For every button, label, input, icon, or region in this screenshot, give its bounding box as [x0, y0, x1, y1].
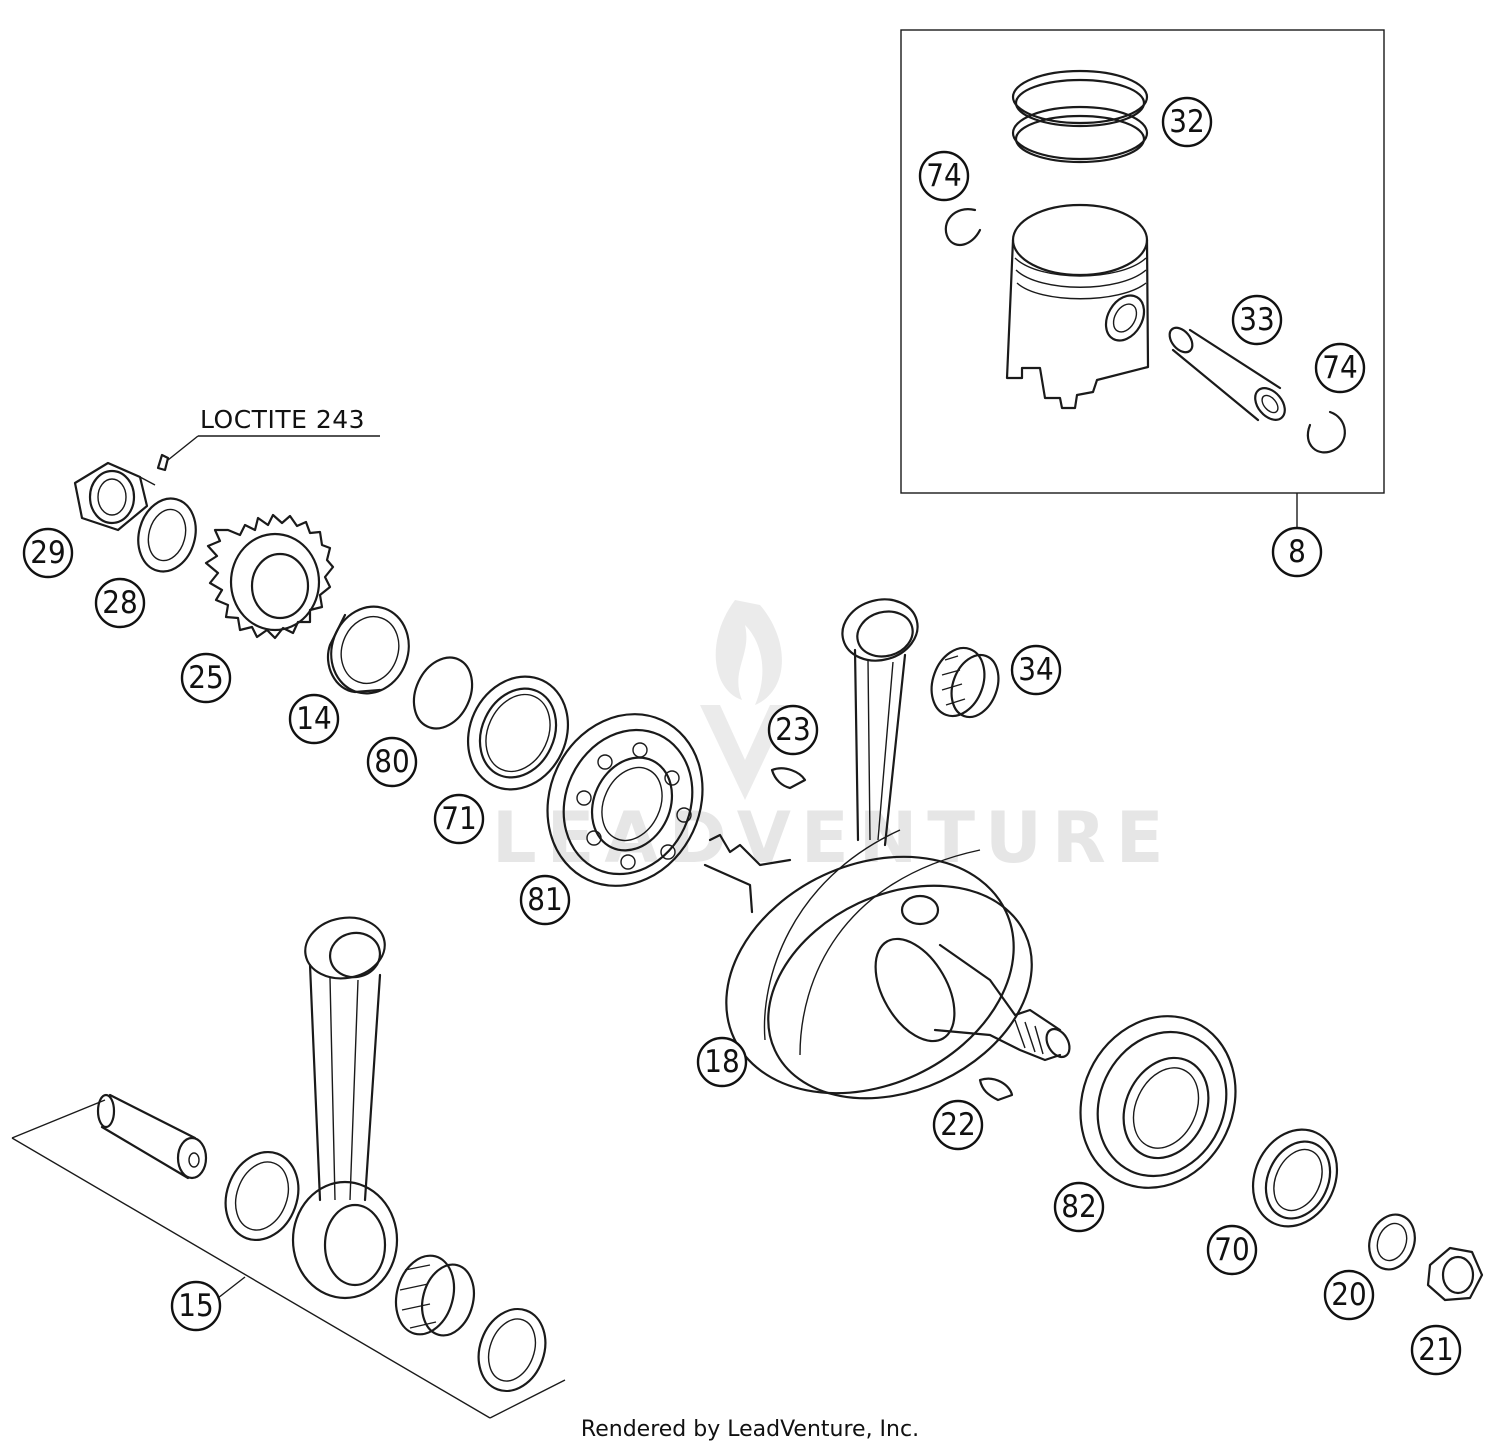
primary-gear-25 [204, 513, 335, 640]
callout-32: 32 [1161, 96, 1213, 148]
loctite-note: LOCTITE 243 [156, 405, 380, 472]
needle-bearing-34 [930, 646, 1000, 719]
callout-80-label: 80 [374, 744, 409, 780]
callout-74-right-label: 74 [1322, 350, 1357, 386]
callout-71: 71 [433, 793, 485, 845]
callout-14-label: 14 [296, 701, 331, 737]
callout-14: 14 [288, 693, 340, 745]
callout-82-label: 82 [1061, 1189, 1096, 1225]
callout-18: 18 [696, 1036, 748, 1088]
hex-nut-29 [73, 461, 156, 532]
callout-25-label: 25 [188, 660, 223, 696]
piston-pin [1168, 326, 1286, 422]
callout-32-label: 32 [1169, 104, 1204, 140]
callout-29: 29 [22, 527, 74, 579]
callout-82: 82 [1053, 1181, 1105, 1233]
callout-23-label: 23 [775, 712, 810, 748]
woodruff-key-23 [770, 767, 807, 790]
o-ring-80 [412, 656, 474, 730]
callout-15: 15 [170, 1280, 222, 1332]
callout-34: 34 [1010, 644, 1062, 696]
shaft-seal-70 [1251, 1128, 1339, 1228]
callout-8-label: 8 [1288, 534, 1306, 570]
piston-rings [1011, 69, 1149, 164]
footer-credit: Rendered by LeadVenture, Inc. [581, 1417, 919, 1442]
loctite-label: LOCTITE 243 [200, 405, 365, 434]
shaft-seal-71 [466, 675, 570, 791]
piston [1005, 203, 1150, 410]
main-bearing-82 [1079, 1015, 1237, 1189]
callout-28-label: 28 [102, 585, 137, 621]
callout-71-label: 71 [441, 801, 476, 837]
washer-20 [1368, 1213, 1416, 1271]
callout-74-left-label: 74 [926, 158, 961, 194]
callout-18-label: 18 [704, 1044, 739, 1080]
callout-25: 25 [180, 652, 232, 704]
callout-70: 70 [1206, 1224, 1258, 1276]
woodruff-key-22 [978, 1077, 1014, 1102]
callout-74-right: 74 [1314, 342, 1366, 394]
spacer-14 [326, 605, 410, 695]
callout-74-left: 74 [918, 150, 970, 202]
callout-23: 23 [767, 704, 819, 756]
circlip-right [1306, 410, 1346, 454]
callout-34-label: 34 [1018, 652, 1053, 688]
callout-22-label: 22 [940, 1107, 975, 1143]
callout-22: 22 [932, 1099, 984, 1151]
leadventure-watermark: LEADVENTURE [492, 600, 1174, 879]
main-bearing-81 [546, 713, 704, 887]
washer-28 [137, 497, 197, 573]
callout-8: 8 [1271, 526, 1323, 578]
callout-33-label: 33 [1239, 302, 1274, 338]
callout-15-label: 15 [178, 1288, 213, 1324]
callout-20: 20 [1323, 1269, 1375, 1321]
piston-kit-box [900, 29, 1385, 530]
callout-21: 21 [1410, 1324, 1462, 1376]
callout-21-label: 21 [1418, 1332, 1453, 1368]
callout-20-label: 20 [1331, 1277, 1366, 1313]
callout-33: 33 [1231, 294, 1283, 346]
callout-80: 80 [366, 736, 418, 788]
flange-nut-21 [1426, 1246, 1484, 1302]
callout-29-label: 29 [30, 535, 65, 571]
crankshaft-18 [703, 598, 1071, 1100]
callout-28: 28 [94, 577, 146, 629]
callout-81-label: 81 [527, 882, 562, 918]
circlip-left [944, 208, 982, 247]
callout-70-label: 70 [1214, 1232, 1249, 1268]
watermark-text: LEADVENTURE [492, 797, 1174, 879]
connecting-rod-kit-15 [11, 916, 566, 1419]
callout-81: 81 [519, 874, 571, 926]
